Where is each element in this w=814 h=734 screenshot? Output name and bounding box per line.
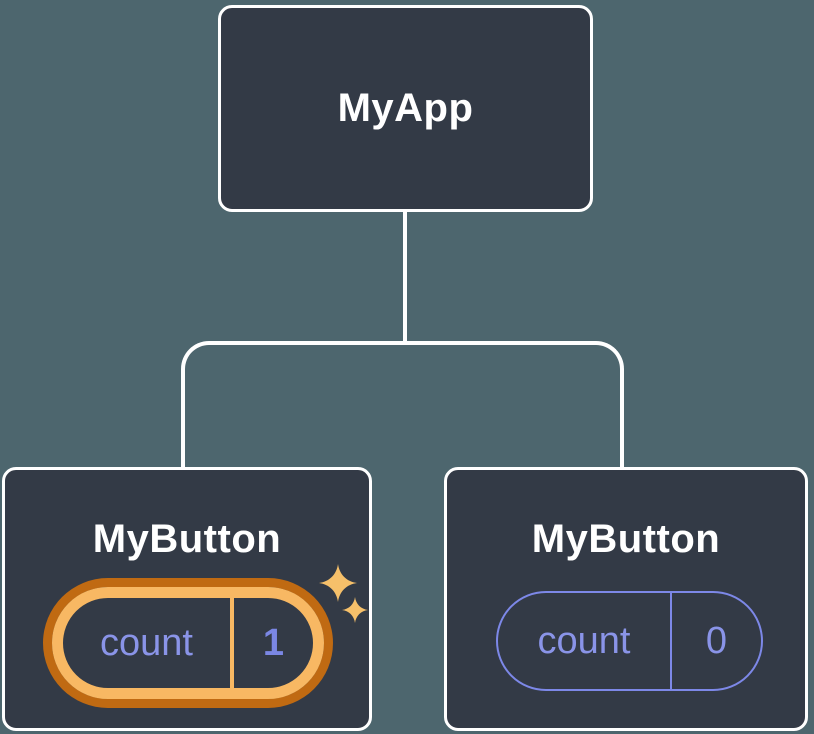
state-name-label: count <box>537 619 631 662</box>
component-node-root: MyApp <box>218 5 593 212</box>
state-pill-divider <box>230 598 234 688</box>
state-value-label: 0 <box>705 619 728 662</box>
child-node-label: MyButton <box>531 517 721 561</box>
connector-root-stem <box>403 210 407 345</box>
state-name-label: count <box>100 621 193 664</box>
connector-branch <box>181 341 624 471</box>
component-node-button-highlighted: MyButton count 1 <box>2 467 372 731</box>
state-value-label: 1 <box>262 621 285 664</box>
sparkle-icon-large <box>319 564 357 602</box>
component-node-button-normal: MyButton count 0 <box>444 467 808 731</box>
state-pill: count 0 <box>496 591 763 691</box>
root-node-label: MyApp <box>337 86 474 130</box>
sparkle-icon-small <box>342 597 368 623</box>
state-pill-highlighted: count 1 <box>52 587 324 699</box>
state-pill-divider <box>670 593 672 689</box>
child-node-label: MyButton <box>92 517 282 561</box>
